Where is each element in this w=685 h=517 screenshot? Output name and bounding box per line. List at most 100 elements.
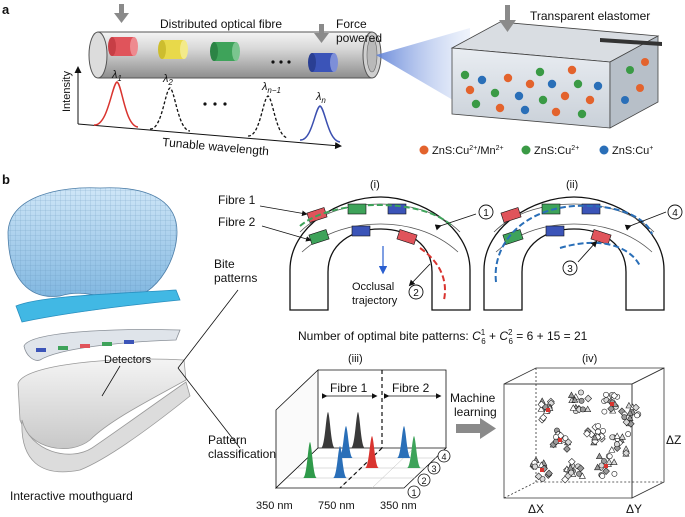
elastomer-label: Transparent elastomer — [530, 9, 650, 23]
fibre-segment-yellow — [158, 40, 188, 59]
cluster-marker — [584, 405, 592, 413]
cluster-marker — [568, 457, 576, 466]
cluster-centroid-marker — [546, 408, 550, 412]
peak-lambda-n-1 — [247, 95, 289, 139]
particle-legend: ZnS:Cu2+/Mn2+ ZnS:Cu2+ ZnS:Cu+ — [419, 145, 653, 157]
cluster-marker — [534, 472, 543, 481]
cluster-marker — [567, 391, 575, 398]
cluster-marker — [632, 403, 640, 412]
circled-number-2-i: 2 — [408, 284, 424, 300]
cluster-marker — [594, 463, 602, 471]
spectra-3d-plot — [275, 369, 447, 489]
light-beam — [376, 28, 470, 110]
detectors-leader — [101, 365, 121, 397]
legend-dot-cu2 — [521, 145, 531, 155]
force-label-2: powered — [336, 31, 382, 45]
subpanel-iii-label: (iii) — [348, 353, 363, 365]
cluster-marker — [578, 472, 586, 479]
cluster-marker — [579, 406, 586, 413]
circled-number-2-iii: 2 — [417, 473, 431, 487]
cluster-marker — [611, 470, 618, 477]
circled-number-1-iii: 1 — [407, 485, 421, 499]
peak-lambda-n — [299, 105, 341, 143]
arch-diagram-ii — [483, 196, 667, 311]
cluster-marker — [610, 458, 618, 465]
cluster-marker — [618, 433, 626, 440]
cluster-marker — [606, 453, 613, 460]
force-label-1: Force — [336, 17, 367, 31]
cluster-marker — [545, 469, 553, 478]
cluster-marker — [584, 394, 593, 403]
peak-lambda-2 — [149, 87, 191, 132]
subpanel-iv-label: (iv) — [582, 353, 597, 365]
cluster-marker — [607, 404, 615, 413]
cluster-marker — [599, 473, 606, 479]
cluster-marker — [561, 475, 569, 484]
bite-patterns-label-2: patterns — [214, 271, 257, 285]
cluster-marker — [613, 432, 621, 439]
lambda-n-label: λn — [315, 91, 326, 105]
cluster-marker — [539, 413, 548, 422]
legend-label-cumn: ZnS:Cu2+/Mn2+ — [432, 145, 504, 157]
iii-axis-tick-350-left: 350 nm — [256, 500, 293, 512]
cluster-marker — [578, 389, 584, 396]
cluster-marker — [532, 463, 538, 470]
cluster-marker — [621, 414, 628, 421]
subpanel-i-label: (i) — [370, 179, 380, 191]
cluster-marker — [605, 458, 613, 465]
cluster-marker — [603, 391, 609, 398]
cluster-marker — [591, 433, 599, 441]
legend-label-cu2: ZnS:Cu2+ — [534, 145, 579, 157]
legend-dot-cu1 — [599, 145, 609, 155]
cluster-marker — [601, 408, 608, 415]
intensity-axis-label: Intensity — [61, 71, 73, 112]
cluster-marker — [563, 445, 571, 453]
phosphor-particles — [460, 58, 649, 119]
lambda-n1-label: λn−1 — [261, 81, 281, 95]
pattern-classification-label-1: Pattern — [208, 433, 247, 447]
fibre-dots — [271, 60, 291, 64]
fibre-segment-green — [210, 42, 240, 61]
cluster-centroid-marker — [610, 402, 614, 406]
circled-number-3-iii: 3 — [427, 461, 441, 475]
cluster-marker — [578, 397, 585, 404]
svg-text:2: 2 — [421, 476, 426, 486]
fibre-2-label: Fibre 2 — [218, 215, 256, 229]
axis-dx-label: ΔX — [528, 502, 544, 516]
svg-text:1: 1 — [483, 208, 489, 219]
cluster-marker — [626, 409, 634, 416]
svg-text:4: 4 — [672, 208, 678, 219]
svg-text:4: 4 — [441, 452, 446, 462]
cluster-marker — [537, 400, 546, 409]
iii-fibre-1-label: Fibre 1 — [330, 381, 368, 395]
occlusal-label-1: Occlusal — [352, 281, 394, 293]
lambda-1-label: λ1 — [111, 69, 122, 83]
axis-dz-label: ΔZ — [666, 433, 681, 447]
mouthguard-illustration — [7, 187, 191, 473]
force-arrow-left — [114, 4, 129, 23]
cluster-marker — [571, 396, 579, 403]
cluster-marker — [537, 405, 545, 412]
cluster-marker — [634, 412, 640, 419]
peak-dots — [203, 102, 227, 106]
circled-number-3-ii: 3 — [562, 260, 578, 276]
svg-text:2: 2 — [413, 288, 419, 299]
cluster-marker — [595, 423, 602, 429]
cluster-marker — [625, 401, 633, 409]
svg-text:3: 3 — [431, 464, 436, 474]
cluster-marker — [622, 418, 631, 426]
lambda-2-label: λ2 — [162, 73, 173, 87]
svg-text:3: 3 — [567, 264, 573, 275]
mouthguard-caption: Interactive mouthguard — [10, 489, 133, 503]
cluster-marker — [576, 464, 585, 473]
cluster-marker — [568, 469, 575, 476]
connector-lines — [177, 289, 241, 449]
cluster-marker — [600, 427, 606, 434]
iii-axis-tick-750: 750 nm — [318, 500, 355, 512]
circled-number-4-iii: 4 — [437, 449, 451, 463]
machine-learning-label-2: learning — [454, 405, 497, 419]
legend-label-cu1: ZnS:Cu+ — [612, 145, 653, 157]
spectrum-axes — [74, 66, 342, 150]
